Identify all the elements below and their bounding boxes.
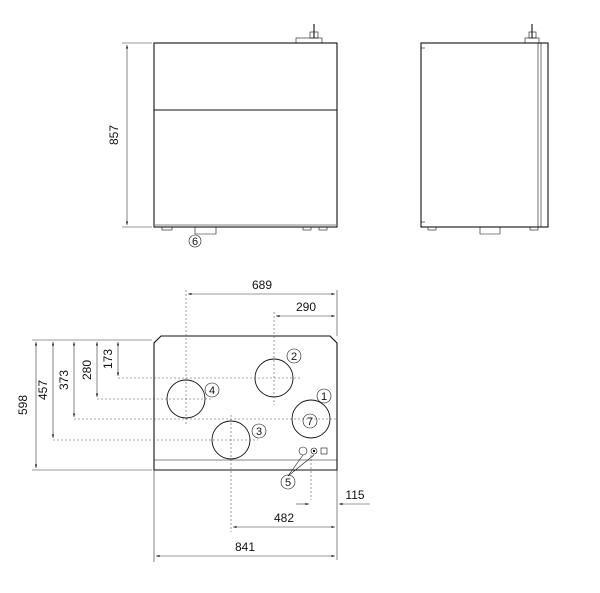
dim-857-label: 857 [107, 125, 121, 145]
dim-115-label: 115 [345, 488, 364, 502]
side-drain [427, 226, 539, 235]
dim-373-label: 373 [57, 370, 71, 390]
dim-457: 457 [36, 342, 55, 438]
dim-857: 857 [107, 42, 152, 228]
front-drain [161, 226, 328, 235]
port-1 [74, 399, 337, 439]
callout-5-label: 5 [285, 477, 291, 489]
fittings-5 [287, 446, 328, 500]
dim-280: 280 [80, 342, 99, 397]
callout-3: 3 [251, 423, 267, 439]
dim-457-label: 457 [36, 380, 50, 400]
side-top-connector [524, 24, 540, 44]
port-2 [118, 312, 300, 405]
top-connector [295, 24, 323, 44]
callout-7-label: 7 [307, 416, 313, 428]
callout-6-label: 6 [192, 236, 198, 248]
callout-7: 7 [302, 413, 318, 429]
callout-3-label: 3 [256, 426, 262, 438]
dim-841: 841 [153, 470, 335, 562]
callout-4: 4 [204, 382, 220, 398]
dim-290: 290 [276, 300, 335, 318]
dim-482-label: 482 [274, 511, 294, 525]
dim-689: 689 [188, 278, 338, 336]
callout-2-label: 2 [291, 351, 297, 363]
dim-280-label: 280 [80, 360, 94, 380]
side-view [420, 24, 549, 235]
callout-5: 5 [280, 474, 296, 490]
dim-115: 115 [296, 470, 370, 560]
front-cabinet [153, 42, 338, 228]
callout-1-label: 1 [321, 391, 327, 403]
dim-598-label: 598 [16, 395, 30, 415]
dim-482: 482 [233, 511, 335, 529]
callout-4-label: 4 [209, 385, 215, 397]
dim-173: 173 [101, 342, 120, 376]
dim-841-label: 841 [235, 540, 255, 554]
callout-1: 1 [316, 388, 332, 404]
side-cabinet [420, 42, 549, 228]
front-view: 857 6 [107, 24, 338, 248]
top-view: 1 2 3 4 5 7 689 290 [16, 278, 370, 562]
dim-290-label: 290 [296, 300, 316, 314]
port-3 [53, 415, 258, 532]
callout-6: 6 [188, 234, 202, 248]
port-4 [97, 290, 212, 425]
callout-2: 2 [286, 348, 302, 364]
dim-598: 598 [16, 339, 152, 471]
dim-373: 373 [57, 342, 76, 417]
dim-689-label: 689 [252, 278, 272, 292]
dim-173-label: 173 [101, 349, 115, 369]
